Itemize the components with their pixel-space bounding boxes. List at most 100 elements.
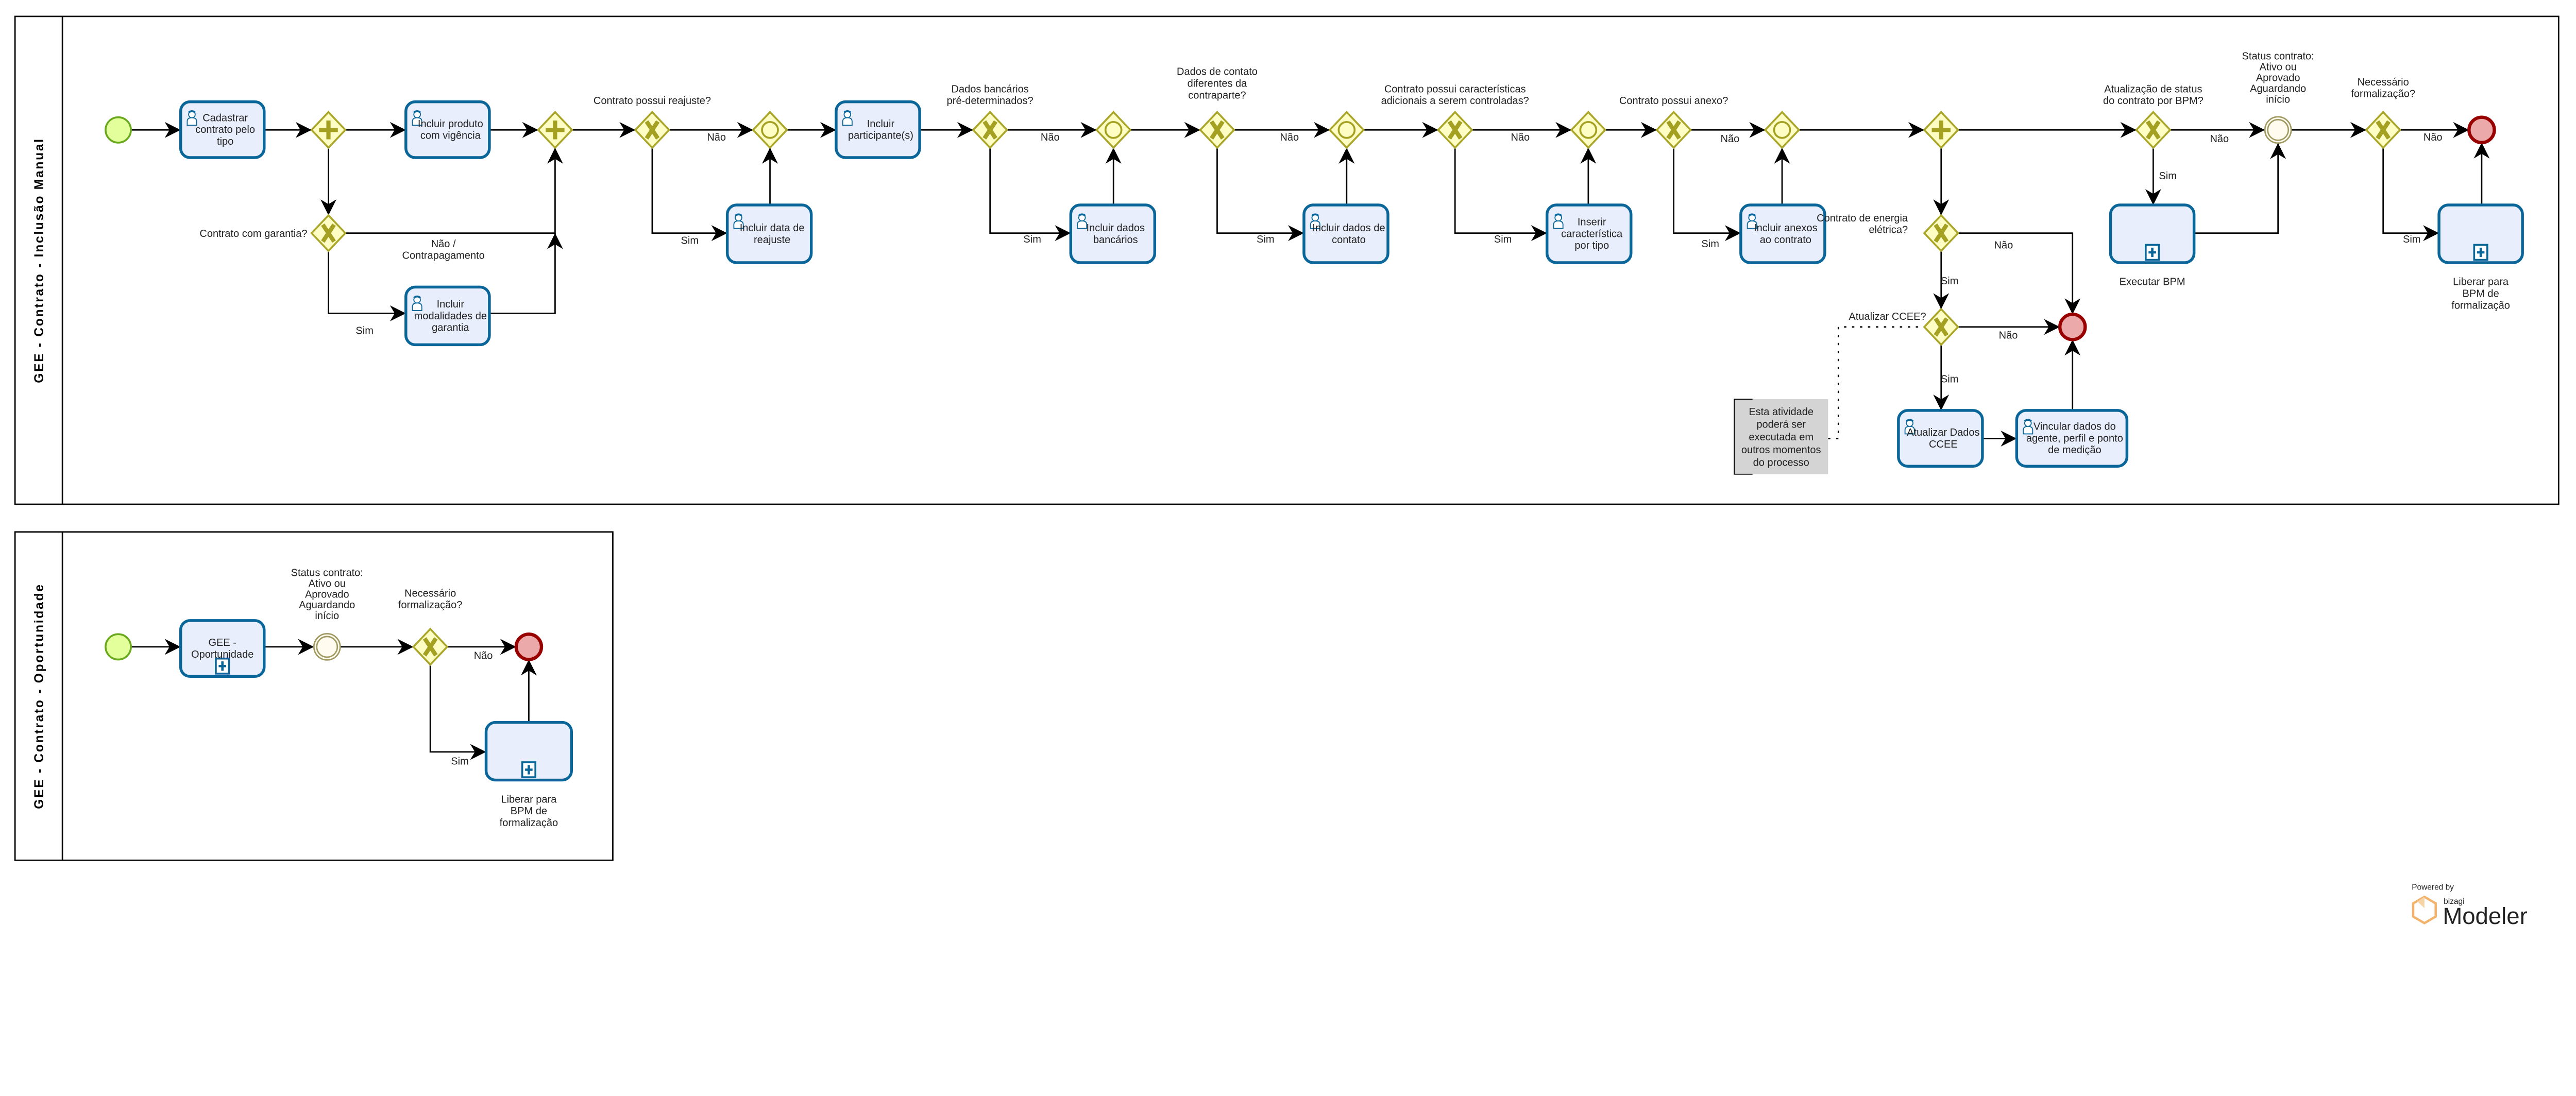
task-label-line: Executar BPM	[2120, 277, 2185, 288]
task-contato[interactable]	[1302, 203, 1389, 264]
gateway-label-line: formalização?	[2351, 89, 2415, 100]
user-icon	[1077, 213, 1088, 229]
task-liberar_bpm[interactable]	[2437, 203, 2524, 264]
gateway-formalizacao-2[interactable]	[412, 627, 449, 666]
gateway-bancarios[interactable]	[972, 111, 1008, 149]
start-event[interactable]	[105, 116, 132, 144]
task-caracteristica[interactable]	[1545, 203, 1633, 264]
gateway-energia[interactable]	[1923, 214, 1960, 252]
sequence-flow	[1216, 147, 1304, 242]
merge-gateway-caracteristicas[interactable]	[1570, 111, 1607, 149]
task-liberar_bpm_2[interactable]	[484, 721, 573, 782]
user-icon	[1747, 213, 1757, 229]
task-label-line: formalização	[500, 817, 558, 829]
flow-label-nao: Não	[707, 132, 726, 143]
gateway-anexo[interactable]	[1655, 111, 1692, 149]
intermediate-event-status[interactable]	[2264, 116, 2292, 144]
gateway-label-line: Dados bancários	[952, 83, 1029, 95]
gateway-formalizacao[interactable]	[2365, 111, 2401, 149]
task-label-line: participante(s)	[848, 130, 913, 142]
end-event[interactable]	[2467, 115, 2496, 145]
task-produto[interactable]	[404, 100, 491, 159]
flow-label-sim: Sim	[1701, 238, 1719, 250]
task-label-line: tipo	[217, 136, 233, 147]
task-gee_oportunidade[interactable]	[179, 619, 266, 678]
annotation-text-line: outros momentos	[1741, 444, 1821, 456]
task-label-line: contato	[1332, 234, 1366, 246]
merge-gateway-anexo[interactable]	[1764, 111, 1801, 149]
parallel-gateway-final[interactable]	[1923, 111, 1960, 149]
circle-marker-icon	[1773, 121, 1791, 139]
x-marker-icon	[2376, 120, 2391, 140]
user-icon	[412, 295, 422, 311]
task-participante[interactable]	[835, 100, 921, 159]
expand-subprocess-icon[interactable]	[521, 761, 536, 778]
merge-gateway-contato[interactable]	[1328, 111, 1365, 149]
event-label-line: Status contrato:	[2242, 51, 2314, 62]
flow-label-nao: Não	[1721, 133, 1740, 145]
task-vincular[interactable]	[2015, 409, 2129, 468]
sequence-flow	[328, 251, 406, 321]
end-event-oportunidade[interactable]	[514, 632, 544, 661]
flow-label-nao: Não	[1999, 330, 2018, 341]
end-event-energia[interactable]	[2058, 313, 2087, 341]
gateway-label-line: pré-determinados?	[947, 95, 1033, 107]
expand-subprocess-icon[interactable]	[215, 657, 230, 675]
start-event-oportunidade[interactable]	[105, 633, 132, 661]
task-atualizar_ccee[interactable]	[1897, 409, 1984, 468]
sequence-flow	[989, 147, 1071, 242]
merge-gateway-bancarios[interactable]	[1095, 111, 1132, 149]
expand-subprocess-icon[interactable]	[2145, 244, 2160, 261]
task-label-line: Incluir	[437, 299, 465, 310]
circle-marker-icon	[761, 121, 779, 139]
task-label-line: BPM de	[2463, 288, 2499, 300]
gateway-label: Atualizar CCEE?	[1849, 311, 1926, 322]
gateway-reajuste[interactable]	[634, 111, 671, 149]
gateway-ccee[interactable]	[1923, 307, 1960, 347]
task-anexos[interactable]	[1739, 203, 1826, 264]
event-label-line: Status contrato:	[291, 567, 363, 578]
task-label-line: Oportunidade	[191, 649, 253, 660]
expand-subprocess-icon[interactable]	[2473, 244, 2488, 261]
gateway-garantia[interactable]	[310, 214, 347, 252]
task-label-line: GEE -	[208, 637, 236, 648]
task-label-line: Atualizar Dados	[1907, 427, 1979, 438]
task-executar_bpm[interactable]	[2109, 203, 2196, 264]
merge-gateway-reajuste[interactable]	[752, 111, 788, 149]
flow-label-sim: Sim	[681, 235, 699, 247]
flow-label-nao: Não	[1994, 240, 2013, 251]
sequence-flow	[1454, 147, 1547, 242]
parallel-gateway-join[interactable]	[537, 111, 573, 149]
task-bancarios[interactable]	[1069, 203, 1157, 264]
task-reajuste[interactable]	[725, 203, 813, 264]
task-label-line: formalização	[2451, 300, 2510, 311]
flow-label-nao-contrapagamento-line: Não /	[431, 238, 456, 250]
intermediate-event-status-2[interactable]	[313, 633, 341, 661]
flow-label-sim: Sim	[1023, 234, 1041, 245]
gateway-status-bpm[interactable]	[2135, 111, 2172, 149]
task-cadastrar[interactable]	[179, 100, 266, 159]
task-modalidades[interactable]	[404, 285, 491, 347]
gateway-caracteristicas[interactable]	[1436, 111, 1473, 149]
logo-brand: bizagi	[2444, 897, 2464, 906]
gateway-label-line: contraparte?	[1188, 90, 1246, 101]
user-icon	[412, 110, 422, 126]
gateway-contato[interactable]	[1199, 111, 1235, 149]
x-marker-icon	[645, 120, 660, 140]
event-label-line: Aguardando	[299, 600, 355, 611]
event-label-line: Ativo ou	[2259, 62, 2296, 73]
pool-oportunidade: GEE - Contrato - Oportunidade	[14, 531, 614, 861]
x-marker-icon	[1934, 317, 1949, 337]
parallel-gateway-split[interactable]	[310, 111, 347, 149]
gateway-label-line: Contrato possui anexo?	[1619, 95, 1728, 107]
user-icon	[733, 213, 744, 229]
